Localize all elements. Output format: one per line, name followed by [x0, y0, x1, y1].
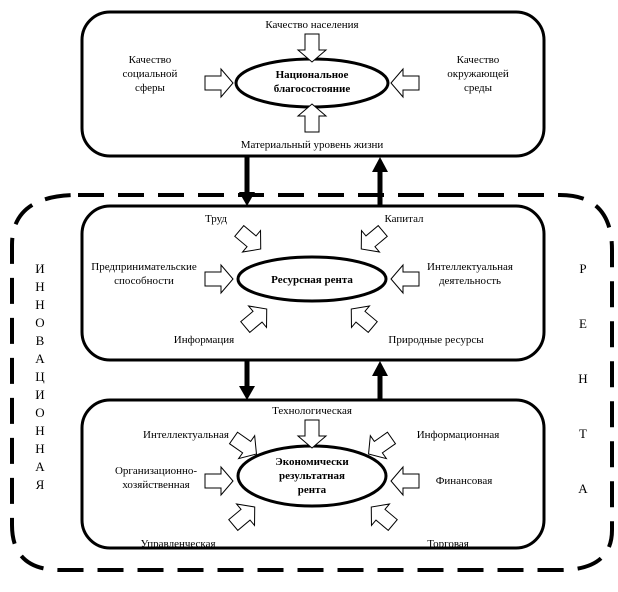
top-box-arrows	[204, 33, 420, 133]
middle-center: Ресурсная рента	[271, 274, 353, 286]
top-label-left-2: социальной	[123, 68, 178, 80]
top-label-top: Качество населения	[265, 19, 358, 31]
left-letter: Н	[35, 441, 44, 456]
connector-mid-down	[239, 360, 255, 400]
left-letter: О	[35, 315, 44, 330]
top-label-left-1: Качество	[129, 54, 172, 66]
top-center-line1: Национальное	[276, 69, 349, 81]
right-letter: А	[578, 481, 588, 496]
right-letter: Н	[578, 371, 587, 386]
middle-label-right-2: деятельность	[439, 275, 501, 287]
middle-box-arrows	[204, 224, 420, 334]
left-letter: И	[35, 387, 44, 402]
dashed-enclosure	[10, 193, 614, 572]
connector-top-up	[372, 157, 388, 206]
left-letter: Я	[36, 477, 45, 492]
left-letter: И	[35, 261, 44, 276]
middle-label-top-left: Труд	[205, 213, 227, 225]
connector-mid-up	[372, 361, 388, 400]
left-vertical-word: И Н Н О В А Ц И О Н Н А Я	[35, 261, 45, 492]
left-letter: А	[35, 351, 45, 366]
middle-center-ellipse	[236, 255, 388, 303]
left-letter: Н	[35, 423, 44, 438]
right-vertical-word: Р Е Н Т А	[578, 261, 588, 496]
bottom-center-line3: рента	[298, 484, 327, 496]
left-letter: О	[35, 405, 44, 420]
bottom-label-bottom-left: Управленческая	[140, 538, 215, 550]
top-label-left-3: сферы	[135, 82, 166, 94]
right-letter: Е	[579, 316, 587, 331]
middle-label-right-1: Интеллектуальная	[427, 261, 513, 273]
middle-label-bottom-right: Природные ресурсы	[388, 334, 484, 346]
right-letter: Р	[579, 261, 586, 276]
right-letter: Т	[579, 426, 587, 441]
bottom-center-line2: результатная	[279, 470, 345, 482]
bottom-label-left-2: хозяйственная	[122, 479, 189, 491]
middle-label-left-2: способности	[114, 275, 174, 287]
bottom-label-top: Технологическая	[272, 405, 352, 417]
middle-label-bottom-left: Информация	[174, 334, 234, 346]
bottom-label-left-1: Организационно-	[115, 465, 197, 477]
bottom-label-bottom-right: Торговая	[427, 538, 469, 550]
left-letter: Н	[35, 279, 44, 294]
middle-label-top-right: Капитал	[384, 213, 424, 225]
left-letter: А	[35, 459, 45, 474]
top-label-right-3: среды	[464, 82, 493, 94]
left-letter: Н	[35, 297, 44, 312]
left-letter: Ц	[35, 369, 45, 384]
top-label-right-1: Качество	[457, 54, 500, 66]
middle-label-left-1: Предпринимательские	[91, 261, 197, 273]
top-label-right-2: окружающей	[447, 68, 509, 80]
left-letter: В	[36, 333, 45, 348]
bottom-label-top-right: Информационная	[417, 429, 500, 441]
connector-top-down	[239, 156, 255, 206]
bottom-center-line1: Экономически	[275, 456, 349, 468]
bottom-label-right: Финансовая	[436, 475, 493, 487]
bottom-label-top-left: Интеллектуальная	[143, 429, 229, 441]
top-label-bottom: Материальный уровень жизни	[241, 139, 384, 151]
top-center-line2: благосостояние	[274, 83, 351, 95]
bottom-box-arrows	[204, 419, 420, 532]
